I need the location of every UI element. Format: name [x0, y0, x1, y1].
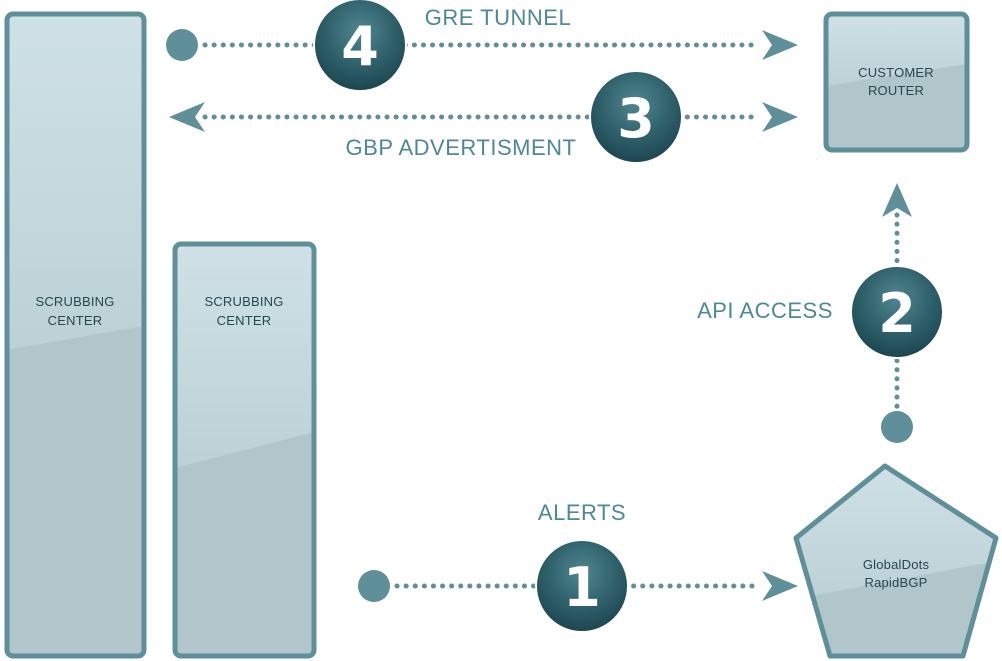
customer-router: CUSTOMER ROUTER [823, 11, 970, 153]
alerts-label: ALERTS [538, 500, 626, 525]
step-badge-1: 1 [535, 539, 629, 633]
gre-tunnel-origin-dot [166, 29, 198, 61]
alerts-origin-dot [358, 570, 390, 602]
step-number-2: 2 [878, 282, 916, 345]
globaldots-rapidbgp-node: GlobalDots RapidBGP [793, 463, 999, 659]
gbp-advertisment-label: GBP ADVERTISMENT [346, 135, 577, 160]
gbp-advertisment-arrowhead-left [169, 102, 205, 132]
step-number-3: 3 [617, 87, 655, 150]
scrubbing-center-1-label-line2: CENTER [48, 313, 103, 328]
customer-router-label-line1: CUSTOMER [858, 65, 934, 80]
api-access-origin-dot [881, 411, 913, 443]
scrubbing-center-2: SCRUBBING CENTER [172, 241, 317, 659]
scrubbing-center-2-label-line1: SCRUBBING [204, 294, 283, 309]
scrubbing-center-2-label-line2: CENTER [217, 313, 272, 328]
gre-tunnel-label: GRE TUNNEL [425, 5, 571, 30]
step-number-4: 4 [341, 15, 379, 78]
alerts-arrowhead [762, 571, 798, 601]
scrubbing-center-1-label-line1: SCRUBBING [35, 294, 114, 309]
step-badge-4: 4 [313, 0, 407, 92]
api-access-label: API ACCESS [697, 298, 833, 323]
api-access-arrowhead [882, 183, 912, 217]
step-number-1: 1 [563, 556, 601, 619]
gre-tunnel-arrowhead [762, 30, 798, 60]
scrubbing-center-1: SCRUBBING CENTER [4, 11, 147, 659]
globaldots-label-line2: RapidBGP [864, 575, 927, 590]
step-badge-2: 2 [850, 265, 944, 359]
gbp-advertisment-arrowhead-right [762, 102, 798, 132]
globaldots-label-line1: GlobalDots [863, 557, 930, 572]
customer-router-label-line2: ROUTER [868, 83, 924, 98]
step-badge-3: 3 [589, 70, 683, 164]
